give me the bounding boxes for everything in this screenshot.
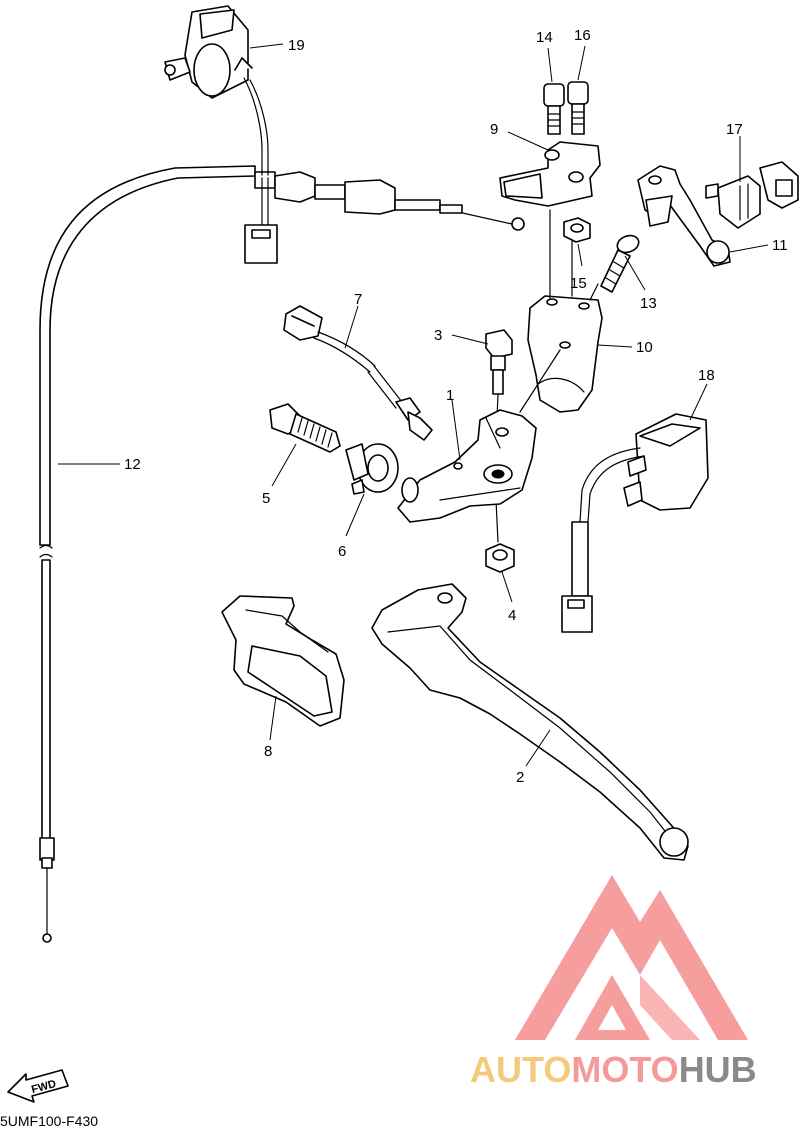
callout-1: 1: [446, 387, 454, 404]
callout-8: 8: [264, 743, 272, 760]
callout-2: 2: [516, 769, 524, 786]
watermark-logo: [515, 875, 748, 1040]
callout-13: 13: [640, 295, 657, 312]
callout-10: 10: [636, 339, 653, 356]
callout-18: 18: [698, 367, 715, 384]
callouts: 1 2 3 4 5 6 7 8 9 10 11 12 13 14 15 16 1…: [124, 27, 788, 786]
callout-7: 7: [354, 291, 362, 308]
assembly-lines: [495, 209, 599, 543]
callout-15: 15: [570, 275, 587, 292]
watermark-text-auto: AUTO: [470, 1049, 571, 1090]
part-3-bolt: [485, 329, 513, 395]
part-16-bolt: [567, 81, 589, 135]
part-17-clamp: [705, 161, 799, 229]
callout-3: 3: [434, 327, 442, 344]
callout-11: 11: [772, 237, 788, 254]
part-8-lever-guard: [221, 595, 345, 727]
watermark-text: AUTOMOTOHUB: [470, 1049, 757, 1090]
callout-4: 4: [508, 607, 516, 624]
part-13-bolt: [600, 234, 640, 293]
part-6-lock-ring: [345, 443, 399, 495]
callout-16: 16: [574, 27, 591, 44]
callout-6: 6: [338, 543, 346, 560]
part-1-lever-holder: [397, 409, 537, 523]
watermark-text-moto: MOTO: [571, 1049, 678, 1090]
callout-5: 5: [262, 490, 270, 507]
callout-12: 12: [124, 456, 141, 473]
watermark-triangle-outer: [515, 875, 748, 1040]
part-10-holder: [527, 295, 603, 413]
part-2-clutch-lever: [371, 583, 689, 861]
callout-9: 9: [490, 121, 498, 138]
part-7-cable-switch: [283, 305, 433, 441]
part-11-lever: [637, 165, 731, 267]
part-18-switch: [561, 413, 709, 633]
callout-17: 17: [726, 121, 743, 138]
part-15-nut: [563, 217, 591, 243]
callout-14: 14: [536, 29, 553, 46]
part-14-bolt: [543, 83, 565, 135]
drawing-code: 5UMF100-F430: [0, 1113, 98, 1129]
part-19-switch: [164, 5, 278, 264]
leader-lines: [58, 43, 769, 767]
watermark-text-hub: HUB: [679, 1049, 757, 1090]
callout-19: 19: [288, 37, 305, 54]
part-12-clutch-cable: [39, 165, 525, 943]
part-5-adjuster: [269, 403, 341, 453]
watermark-triangle-inner: [575, 975, 650, 1040]
fwd-arrow: FWD: [7, 1069, 69, 1103]
watermark-g-shape: [640, 975, 700, 1040]
part-9-bracket: [499, 141, 601, 207]
part-4-nut: [485, 543, 515, 573]
